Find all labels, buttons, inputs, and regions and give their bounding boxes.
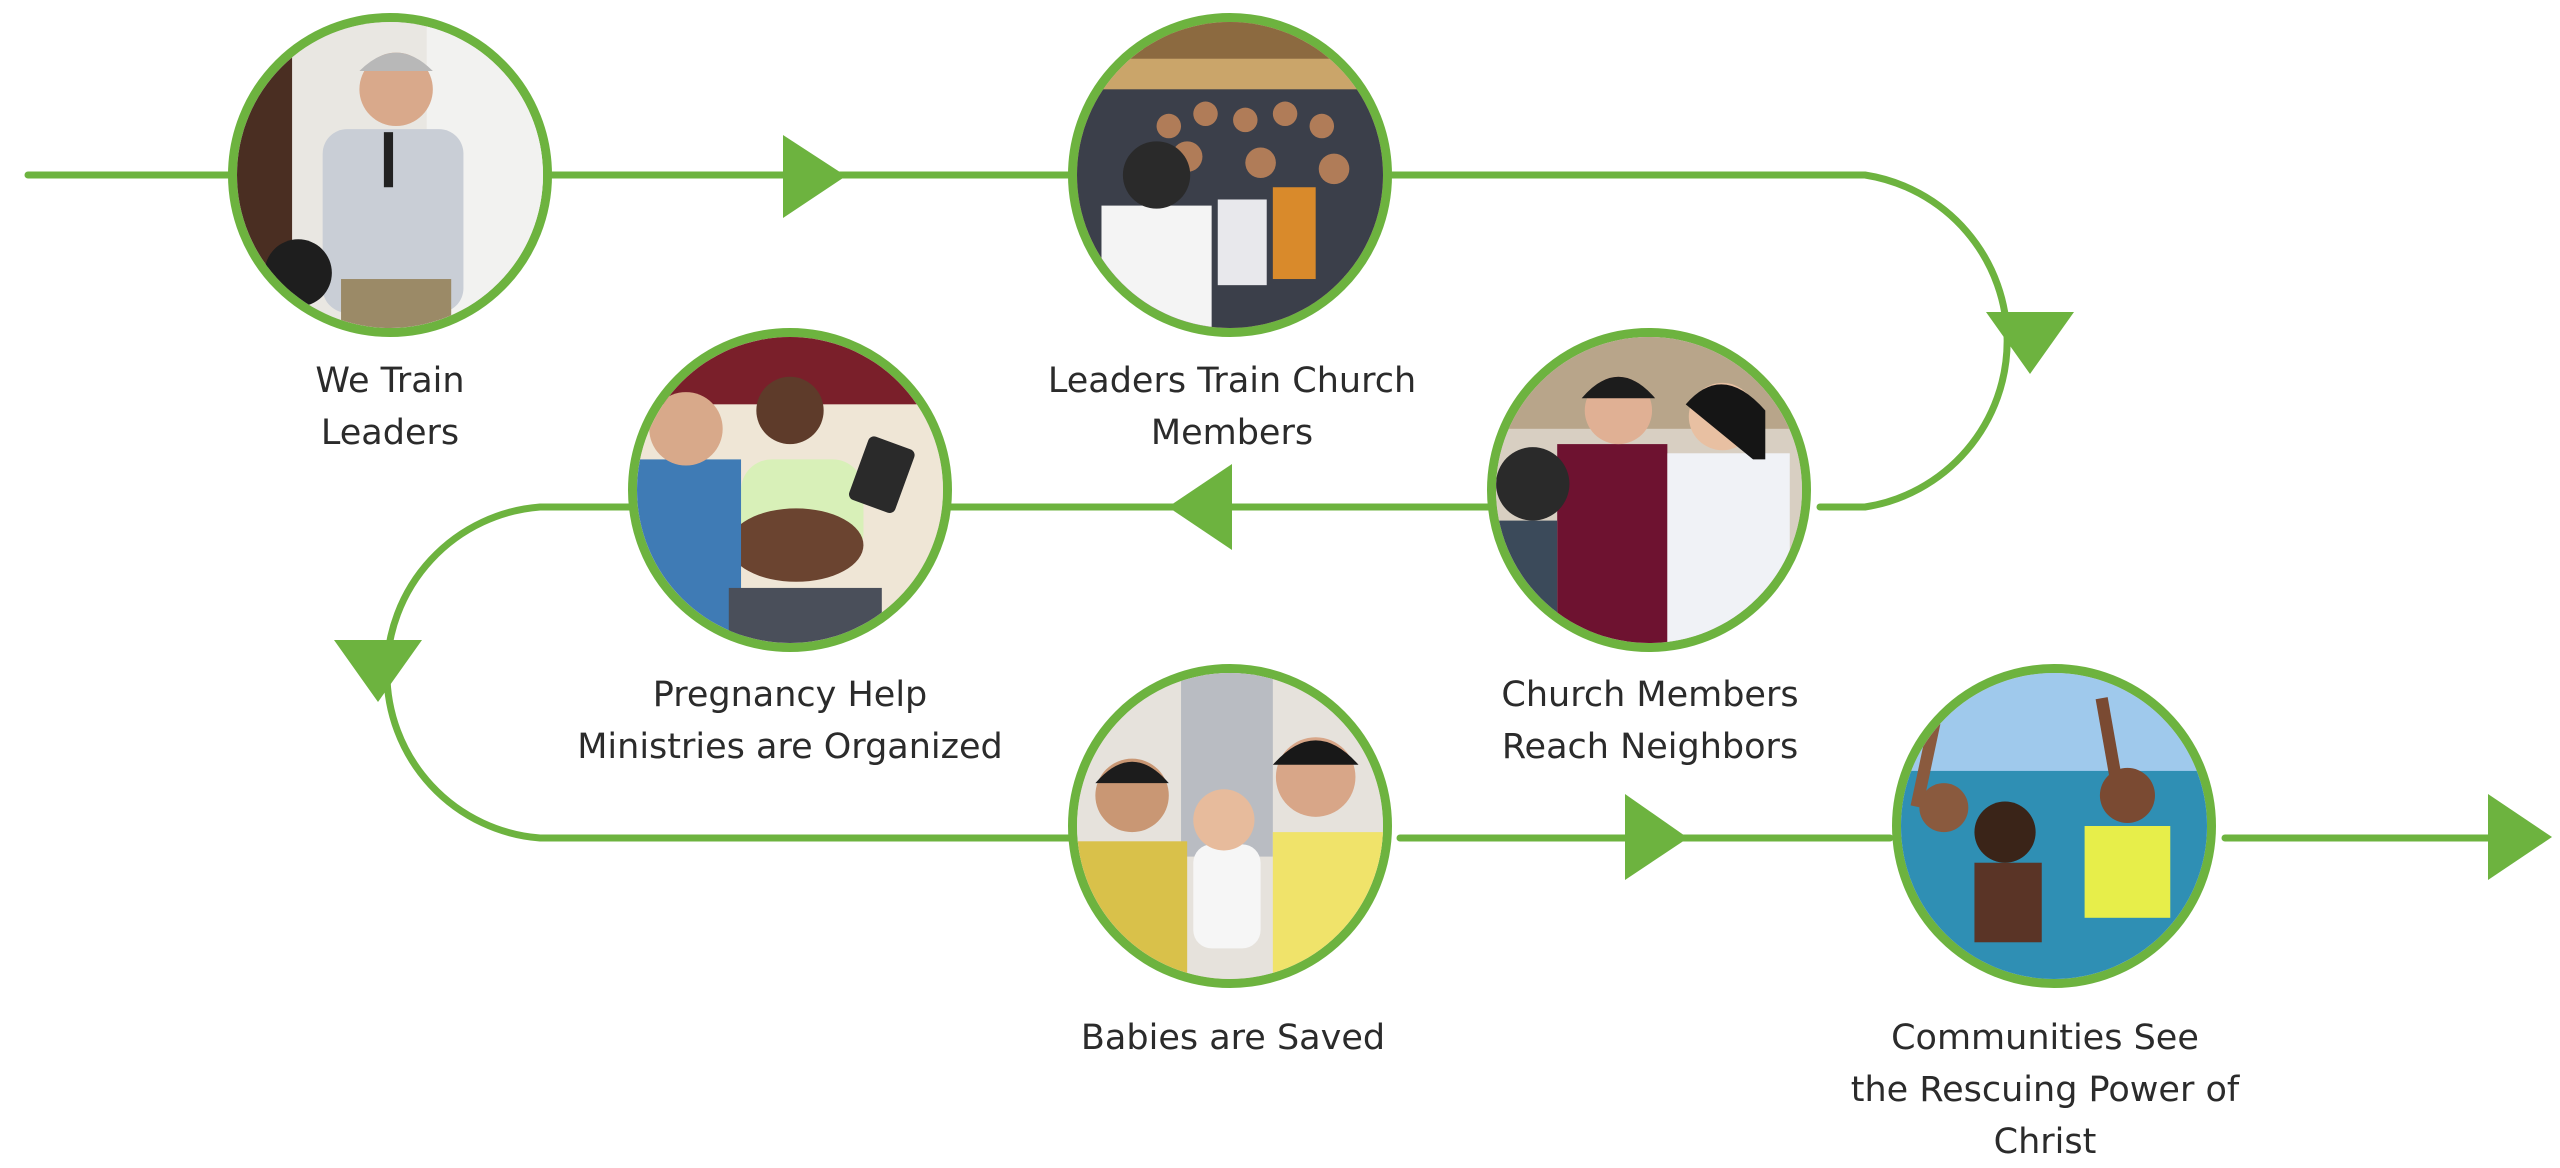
photo-leaders-train-church-members	[1068, 13, 1392, 337]
photo-communities-see	[1892, 664, 2216, 988]
arrow-right-icon	[1625, 794, 1688, 880]
arrow-down-icon	[1986, 312, 2074, 374]
arrow-down-icon	[334, 640, 422, 702]
photo-church-members-reach-neighbors	[1487, 328, 1811, 652]
label-communities-see: Communities See the Rescuing Power of Ch…	[1850, 1018, 2240, 1162]
photo-we-train-leaders	[228, 13, 552, 337]
label-we-train-leaders: We Train Leaders	[315, 361, 465, 453]
arrow-right-icon	[2488, 794, 2552, 880]
photo-babies-are-saved	[1068, 664, 1392, 988]
label-church-members-reach-neighbors: Church Members Reach Neighbors	[1501, 675, 1799, 767]
label-babies-are-saved: Babies are Saved	[1080, 1018, 1386, 1058]
label-pregnancy-help-ministries: Pregnancy Help Ministries are Organized	[577, 675, 1003, 767]
label-leaders-train-church-members: Leaders Train Church Members	[1047, 361, 1417, 453]
photo-pregnancy-help-ministries	[628, 328, 952, 652]
process-flow-diagram	[24, 135, 2552, 880]
arrow-right-icon	[783, 135, 846, 218]
arrow-left-icon	[1168, 464, 1232, 550]
